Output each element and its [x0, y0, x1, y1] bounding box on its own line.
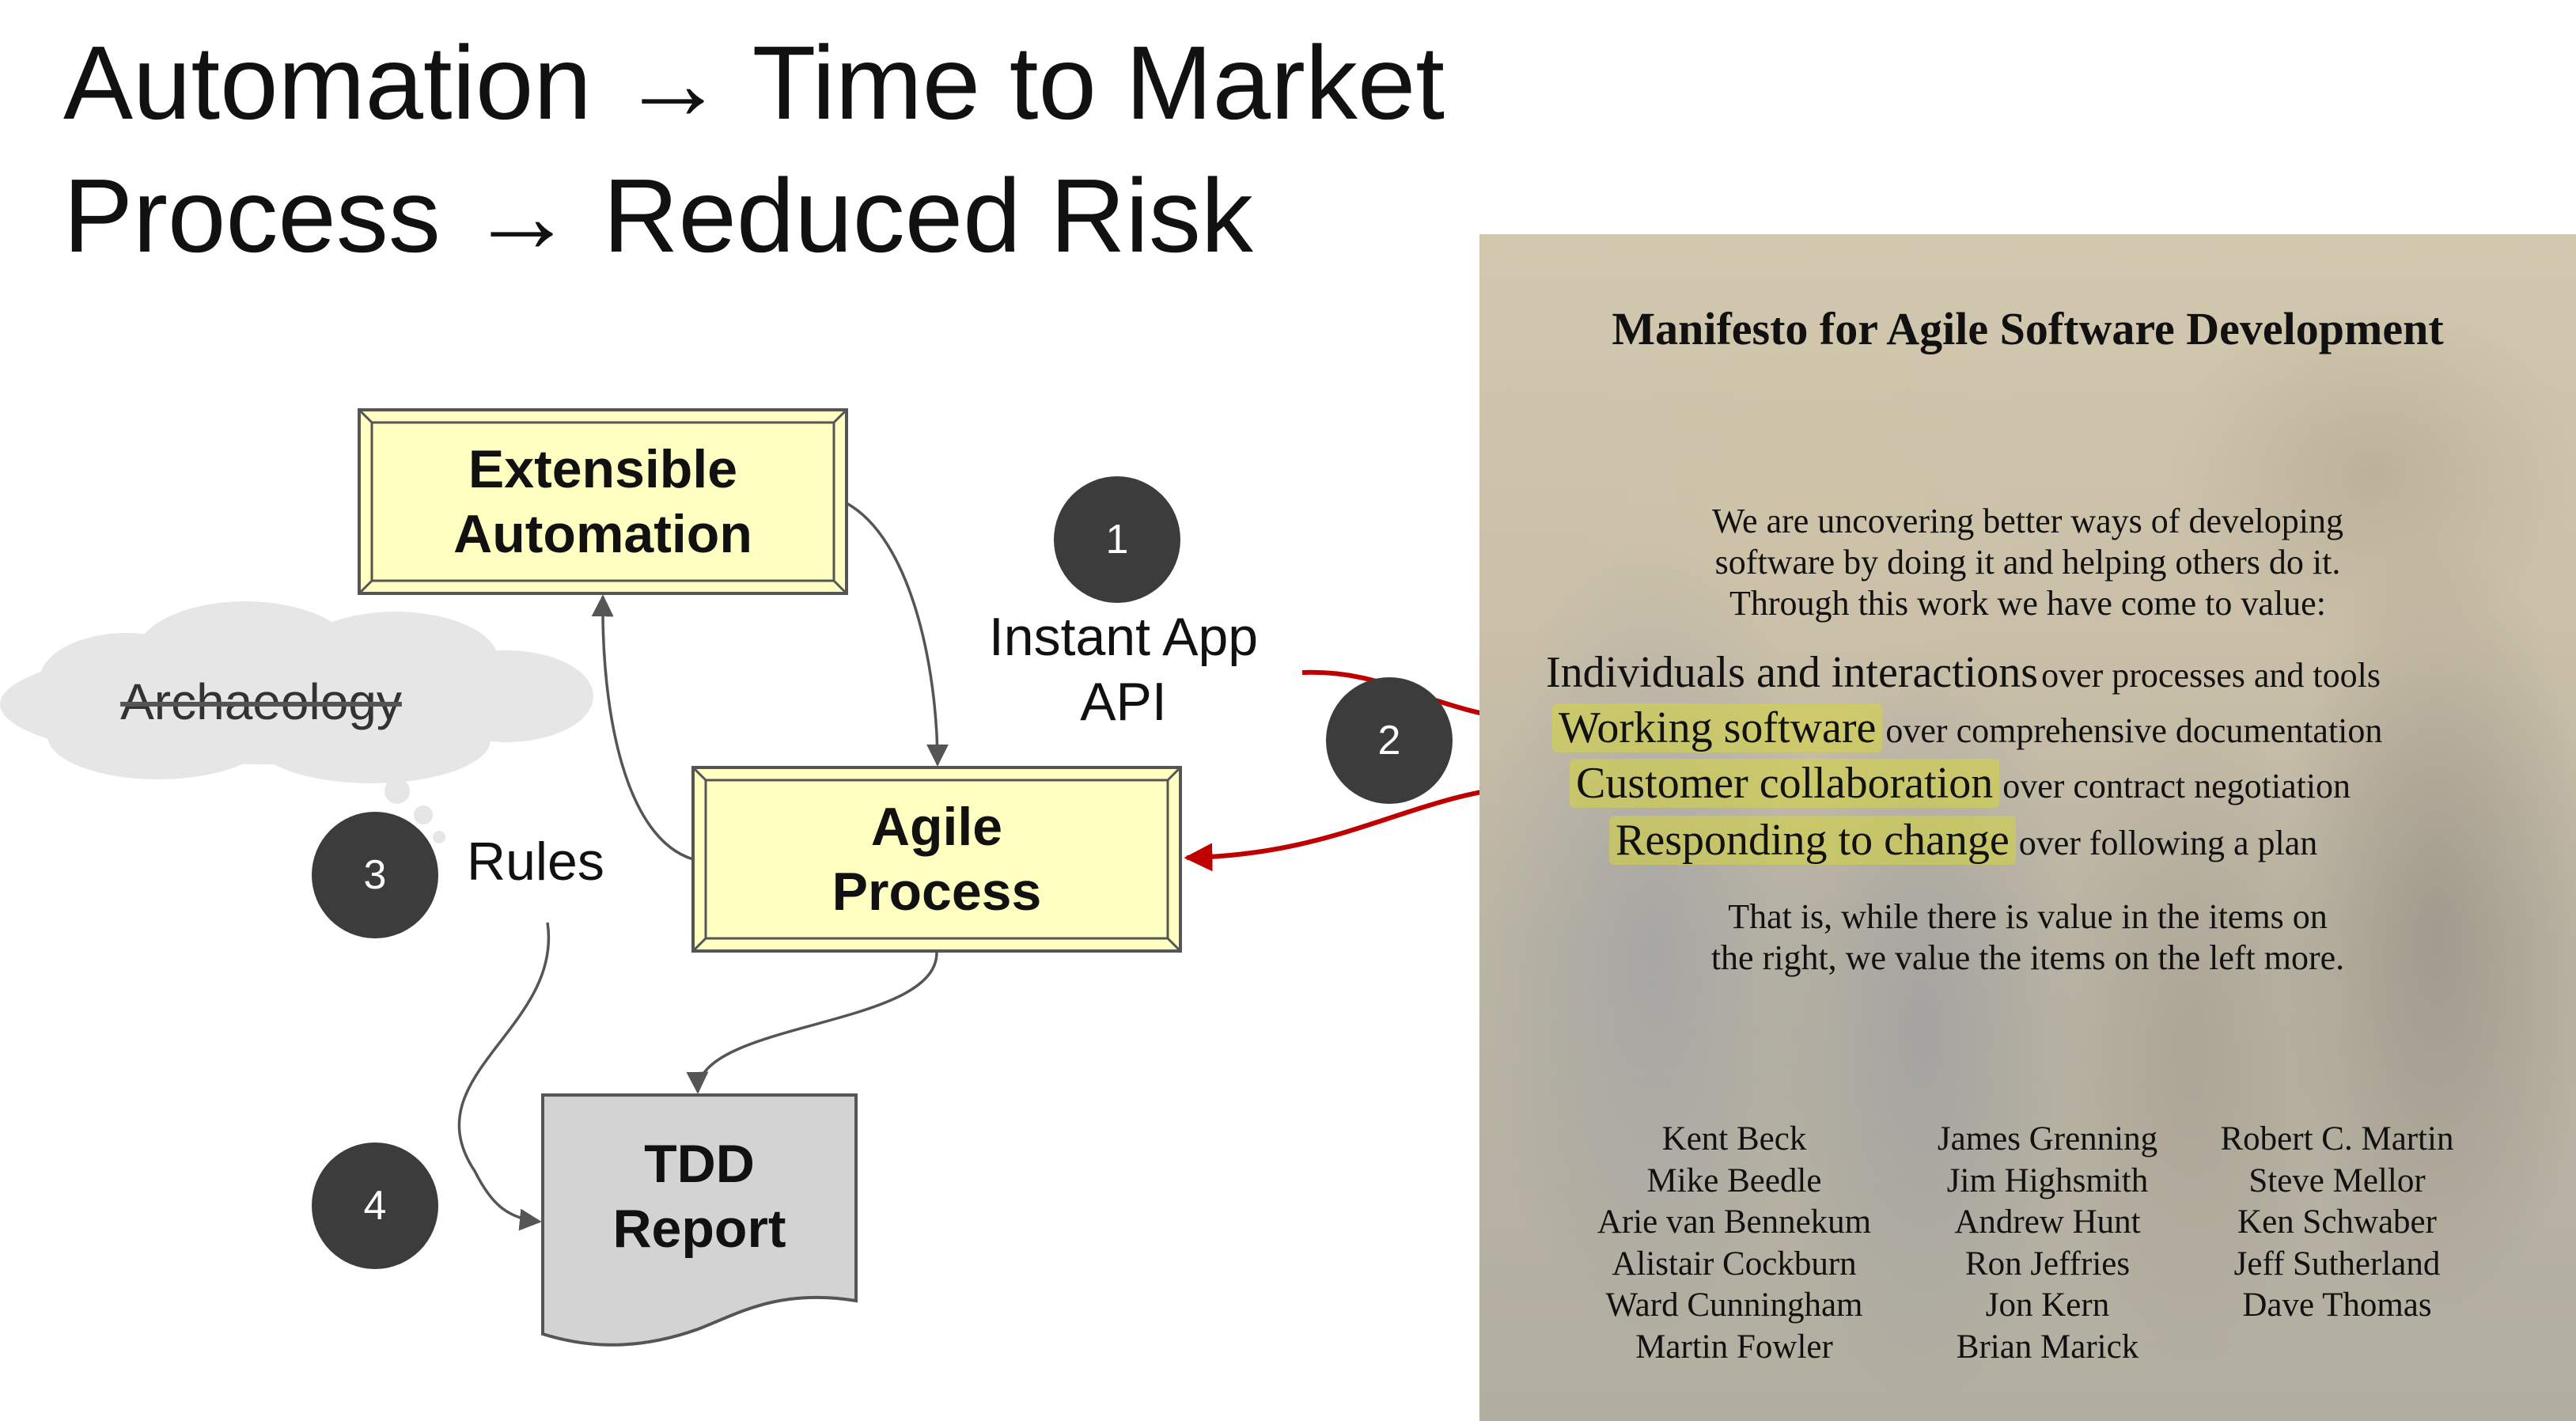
tdd-report-line-2: Report [612, 1199, 786, 1259]
signatory: Ken Schwaber [2237, 1203, 2437, 1241]
signatories-column-1: Kent Beck Mike Beedle Arie van Bennekum … [1568, 1119, 1900, 1368]
signatory: Mike Beedle [1646, 1161, 1822, 1199]
value-4-right: over following a plan [2018, 824, 2318, 862]
value-2-right: over comprehensive documentation [1885, 711, 2383, 750]
manifesto-closing-1: That is, while there is value in the ite… [1728, 897, 2328, 936]
agile-process-line-2: Process [832, 862, 1042, 922]
agile-process-box [691, 766, 1182, 953]
instant-app-api-line-1: Instant App [988, 607, 1259, 667]
value-3-left: Customer collaboration [1570, 759, 2000, 808]
step-badge-3: 3 [312, 812, 438, 938]
manifesto-intro-1: We are uncovering better ways of develop… [1712, 502, 2343, 540]
extensible-automation-line-1: Extensible [468, 439, 738, 499]
extensible-automation-box [358, 408, 848, 595]
agile-manifesto-panel: Manifesto for Agile Software Development… [1479, 234, 2576, 1421]
connector-process-to-report [686, 952, 938, 1094]
step-badge-1: 1 [1054, 476, 1180, 603]
value-3-right: over contract negotiation [2002, 767, 2351, 805]
instant-app-api-label: Instant App API [965, 604, 1282, 734]
title-line-2: Process → Reduced Risk [63, 157, 1253, 274]
connector-rules-to-report [457, 922, 551, 1231]
tdd-report-line-1: TDD [644, 1134, 755, 1194]
manifesto-value-1: Individuals and interactions over proces… [1546, 647, 2381, 698]
tdd-report-label: TDD Report [543, 1131, 856, 1261]
extensible-automation-label: Extensible Automation [359, 437, 847, 567]
value-4-left: Responding to change [1609, 816, 2016, 865]
signatory: Brian Marick [1956, 1328, 2139, 1366]
extensible-automation-line-2: Automation [453, 504, 752, 564]
archaeology-cloud [0, 601, 593, 843]
signatory: Martin Fowler [1635, 1328, 1833, 1366]
instant-app-api-line-2: API [1080, 672, 1167, 732]
title-line-1: Automation → Time to Market [63, 25, 1445, 141]
manifesto-value-2: Working software over comprehensive docu… [1552, 703, 2382, 753]
connector-automation-to-process [846, 502, 949, 767]
signatory: Jim Highsmith [1946, 1161, 2149, 1199]
manifesto-title: Manifesto for Agile Software Development [1612, 303, 2444, 354]
value-1-left: Individuals and interactions [1546, 648, 2039, 697]
signatory: Alistair Cockburn [1612, 1245, 1857, 1283]
signatory: Kent Beck [1661, 1120, 1807, 1158]
manifesto-closing-2: the right, we value the items on the lef… [1710, 938, 2345, 977]
agile-process-label: Agile Process [693, 794, 1180, 924]
step-badge-4: 4 [312, 1142, 438, 1269]
signatory: Dave Thomas [2242, 1286, 2432, 1324]
signatory: Jeff Sutherland [2233, 1245, 2441, 1283]
signatory: Ron Jeffries [1964, 1245, 2131, 1283]
manifesto-value-4: Responding to change over following a pl… [1609, 815, 2317, 866]
signatory: Andrew Hunt [1954, 1203, 2141, 1241]
value-2-left: Working software [1552, 703, 1883, 752]
step-badge-2: 2 [1326, 677, 1453, 804]
signatory: Jon Kern [1985, 1286, 2110, 1324]
manifesto-value-3: Customer collaboration over contract neg… [1570, 758, 2351, 809]
signatory: James Grenning [1937, 1120, 2158, 1158]
manifesto-intro-3: Through this work we have come to value: [1729, 584, 2326, 623]
signatory: Ward Cunningham [1605, 1286, 1863, 1324]
connector-process-to-automation [591, 594, 694, 861]
archaeology-label: Archaeology [120, 673, 402, 730]
signatory: Steve Mellor [2248, 1161, 2426, 1199]
value-1-right: over processes and tools [2041, 656, 2381, 695]
signatories-column-3: Robert C. Martin Steve Mellor Ken Schwab… [2171, 1119, 2503, 1327]
signatory: Robert C. Martin [2220, 1120, 2454, 1158]
signatories-column-2: James Grenning Jim Highsmith Andrew Hunt… [1881, 1119, 2214, 1368]
manifesto-intro-2: software by doing it and helping others … [1714, 543, 2341, 582]
rules-label: Rules [467, 832, 604, 892]
signatory: Arie van Bennekum [1597, 1203, 1872, 1241]
agile-process-line-1: Agile [870, 797, 1003, 857]
tdd-report-document [541, 1093, 858, 1347]
